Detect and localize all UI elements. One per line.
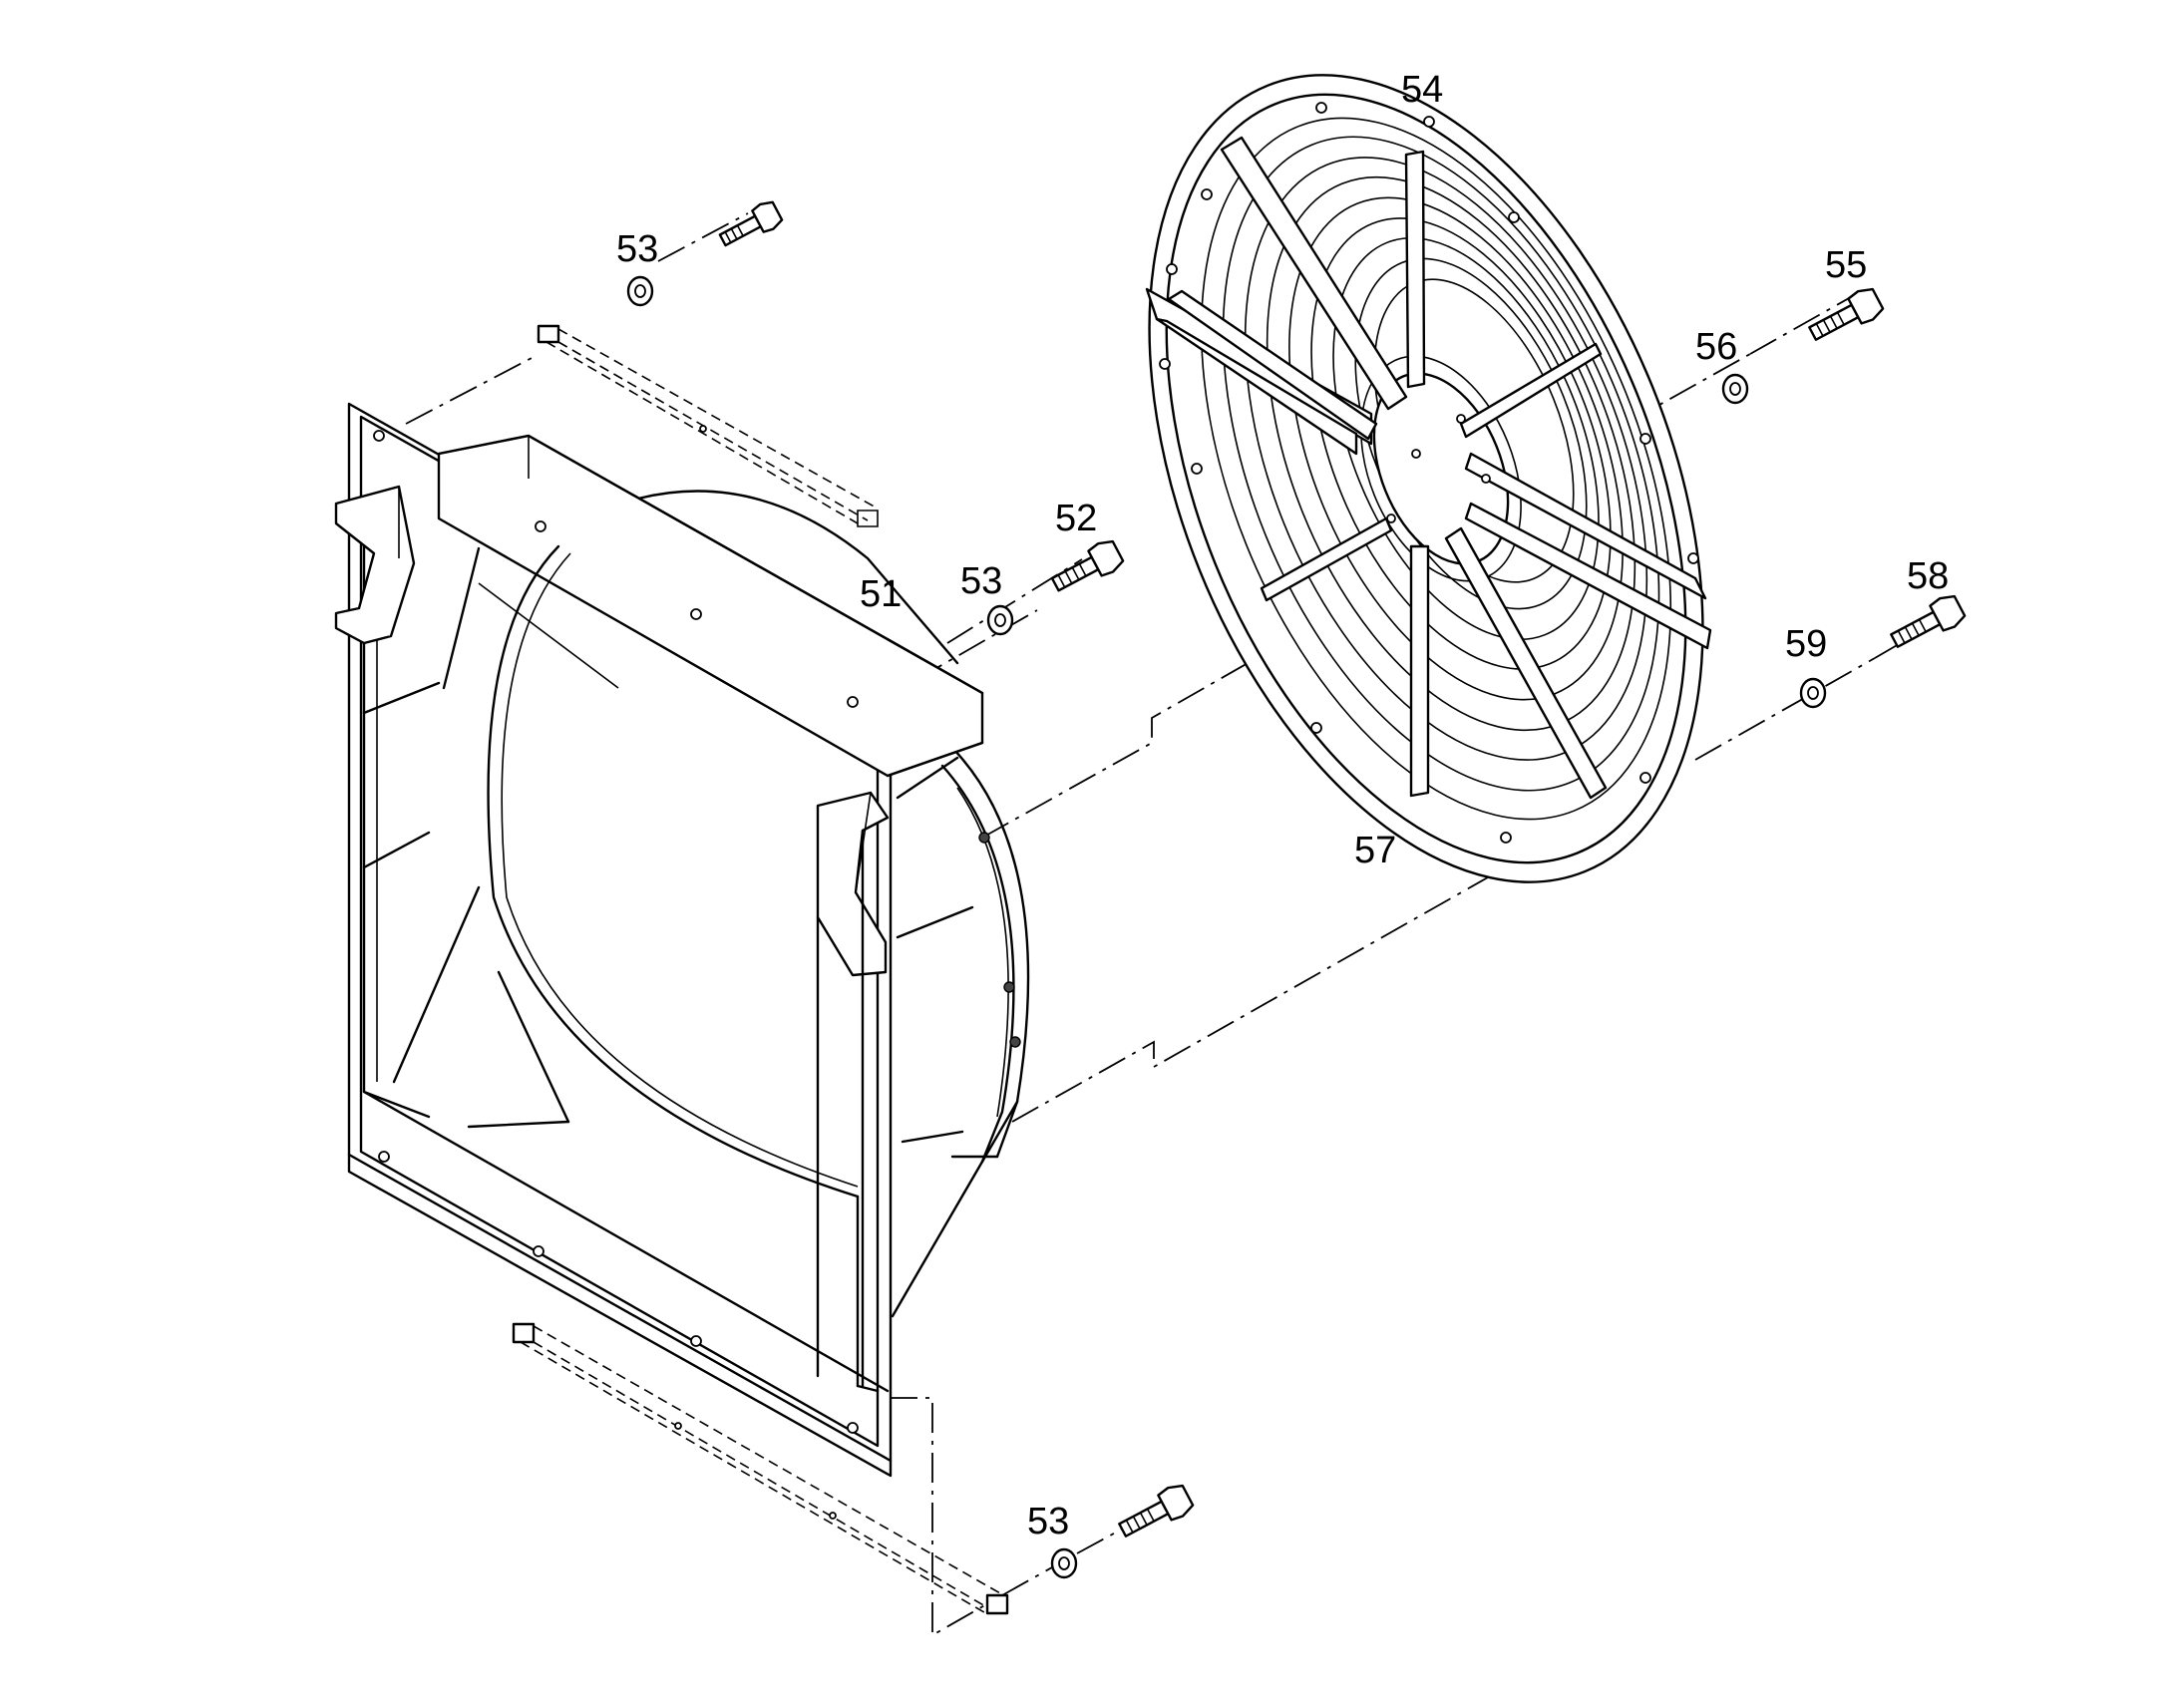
callout-52: 52 [1055,498,1097,539]
washer-59 [1799,677,1827,709]
bolt-53-top [718,200,784,247]
strip-bottom [512,1322,1009,1616]
callout-54: 54 [1401,69,1443,111]
strip-top [537,324,879,527]
callout-58: 58 [1907,555,1949,597]
washer-53-top [626,275,654,307]
callout-59: 59 [1785,623,1827,665]
callout-labels: 53 54 55 56 52 53 51 58 59 57 53 [616,69,1949,1542]
bolt-55 [1808,287,1885,341]
washer-53-mid [986,604,1014,636]
callout-57: 57 [1354,830,1396,871]
bolt-53-bottom [1118,1484,1195,1537]
bolt-58 [1890,594,1967,648]
callout-51: 51 [860,573,902,615]
bolt-52 [1050,539,1125,592]
callout-56: 56 [1695,326,1737,368]
washer-53-bottom [1050,1547,1078,1579]
fan-shroud [334,402,1030,1478]
washer-56 [1721,373,1749,405]
callout-53-top: 53 [616,228,658,270]
callout-53-mid: 53 [960,560,1002,602]
guard-spokes [1155,136,1712,800]
callout-55: 55 [1825,244,1867,286]
callout-53-bottom: 53 [1027,1501,1069,1542]
fan-guard [1145,74,1712,883]
